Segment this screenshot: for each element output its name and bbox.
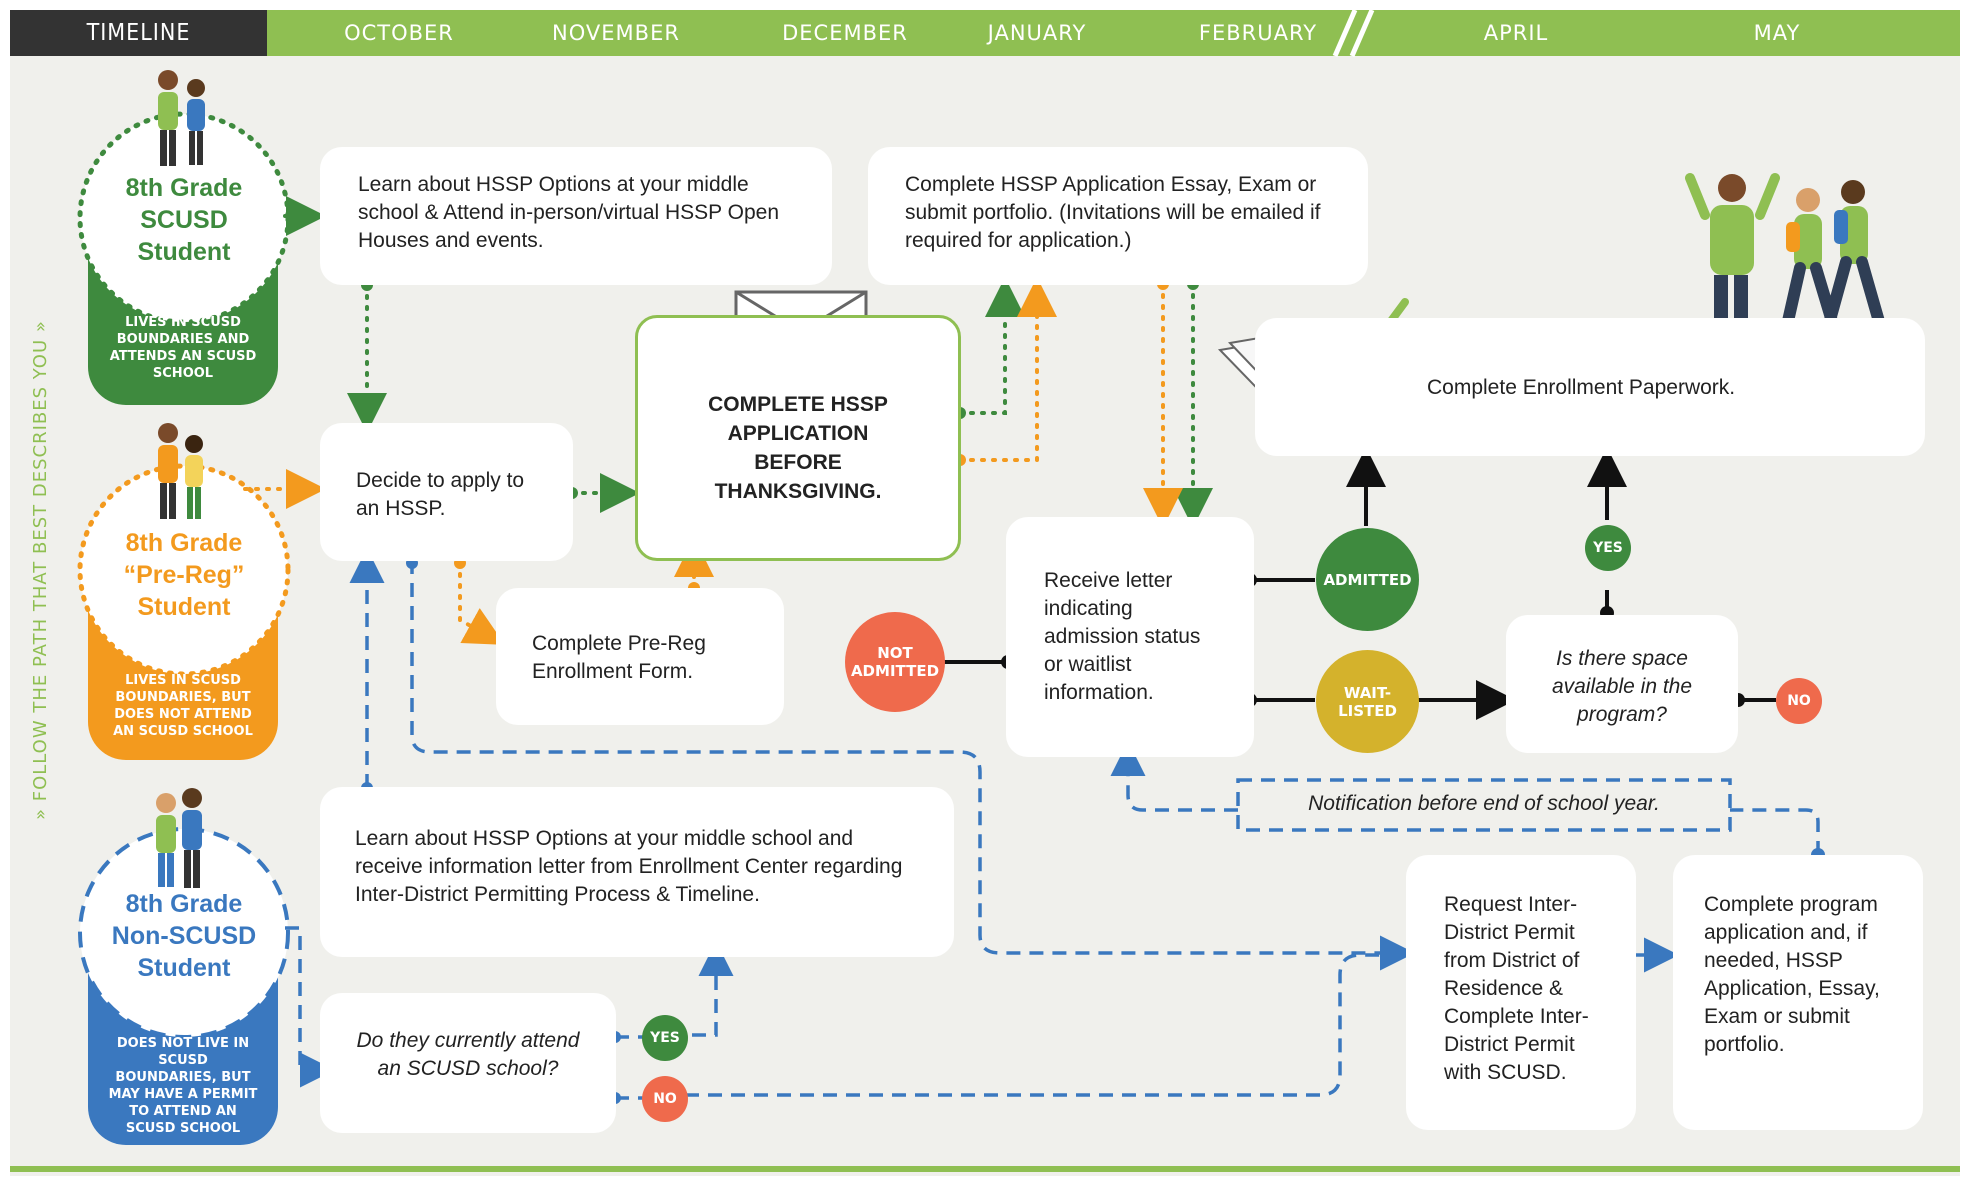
step-learn-non: Learn about HSSP Options at your middle … [320,787,954,957]
step-essay: Complete HSSP Application Essay, Exam or… [868,147,1368,285]
timeline-bar: TIMELINE OCTOBER NOVEMBER DECEMBER JANUA… [10,10,1960,56]
prereg-title-line3: Student [137,593,231,621]
step-complete-application: COMPLETE HSSP APPLICATION BEFORE THANKSG… [635,315,961,561]
scusd-title-line1: 8th Grade [125,174,243,202]
prereg-title-line1: 8th Grade [125,529,243,557]
badge-yes-space: YES [1585,525,1631,571]
nonscusd-student-desc: DOES NOT LIVE IN SCUSD BOUNDARIES, BUT M… [108,1036,258,1136]
step-receive-letter: Receive letter indicating admission stat… [1006,517,1254,757]
bottom-rule [10,1166,1960,1172]
step-enrollment: Complete Enrollment Paperwork. [1255,318,1925,456]
month-december: DECEMBER [782,21,908,45]
nonscusd-student-title: 8th Grade Non-SCUSD Student [94,888,274,984]
badge-no-space: NO [1776,678,1822,724]
connector-notification-to-letter [1110,741,1238,812]
nonscusd-badge-shape [78,827,290,1145]
month-january: JANUARY [987,21,1087,45]
people-figure-nonscusd [156,788,202,888]
badge-waitlisted: WAIT-LISTED [1316,650,1419,753]
question-space-available: Is there space available in the program? [1506,615,1738,753]
timeline-label: TIMELINE [10,10,267,56]
step-decide: Decide to apply to an HSSP. [320,423,573,561]
people-figure-prereg [158,423,203,519]
connector-yes-to-learnnon [692,941,734,1037]
badge-no-attend: NO [642,1076,688,1122]
badge-yes-attend: YES [642,1015,688,1061]
scusd-student-title: 8th Grade SCUSD Student [94,172,274,268]
timeline-break [1332,9,1375,57]
scusd-title-line3: Student [137,238,231,266]
month-february: FEBRUARY [1198,21,1318,45]
connector-program-to-notification [1730,808,1820,855]
prereg-student-title: 8th Grade “Pre-Reg” Student [94,527,274,623]
notification-frame [1236,778,1732,832]
prereg-student-desc: LIVES IN SCUSD BOUNDARIES, BUT DOES NOT … [113,673,253,739]
prereg-title-line2: “Pre-Reg” [123,561,245,589]
month-april: APRIL [1483,21,1549,45]
month-october: OCTOBER [344,21,454,45]
step-prereg-form: Complete Pre-Reg Enrollment Form. [496,588,784,725]
question-attend-scusd: Do they currently attend an SCUSD school… [320,993,616,1133]
step-learn-scusd: Learn about HSSP Options at your middle … [320,147,832,285]
people-figure-scusd [158,70,205,166]
nonscusd-title-line3: Student [137,954,231,982]
nonscusd-title-line1: 8th Grade [125,890,243,918]
people-figure-celebrating [1685,173,1886,345]
scusd-title-line2: SCUSD [140,206,228,234]
connector-decide-to-permit [410,560,1415,971]
nonscusd-title-line2: Non-SCUSD [111,922,257,950]
badge-admitted: ADMITTED [1316,528,1419,631]
step-complete-program: Complete program application and, if nee… [1673,855,1923,1130]
connector-nonscusd-to-question [285,926,335,1088]
badge-not-admitted: NOT ADMITTED [845,612,945,712]
connector-application-to-essay [958,277,1025,415]
prereg-badge-shape [77,463,291,760]
month-november: NOVEMBER [552,21,680,45]
connector-application-to-essay-orange [958,277,1057,462]
scusd-student-desc: LIVES IN SCUSD BOUNDARIES AND ATTENDS AN… [109,315,257,381]
notification-note: Notification before end of school year. [1308,792,1660,815]
connector-decide-to-form [458,561,506,645]
month-may: MAY [1753,21,1801,45]
step-request-permit: Request Inter-District Permit from Distr… [1406,855,1636,1130]
connector-no-to-permit [685,953,1410,1097]
